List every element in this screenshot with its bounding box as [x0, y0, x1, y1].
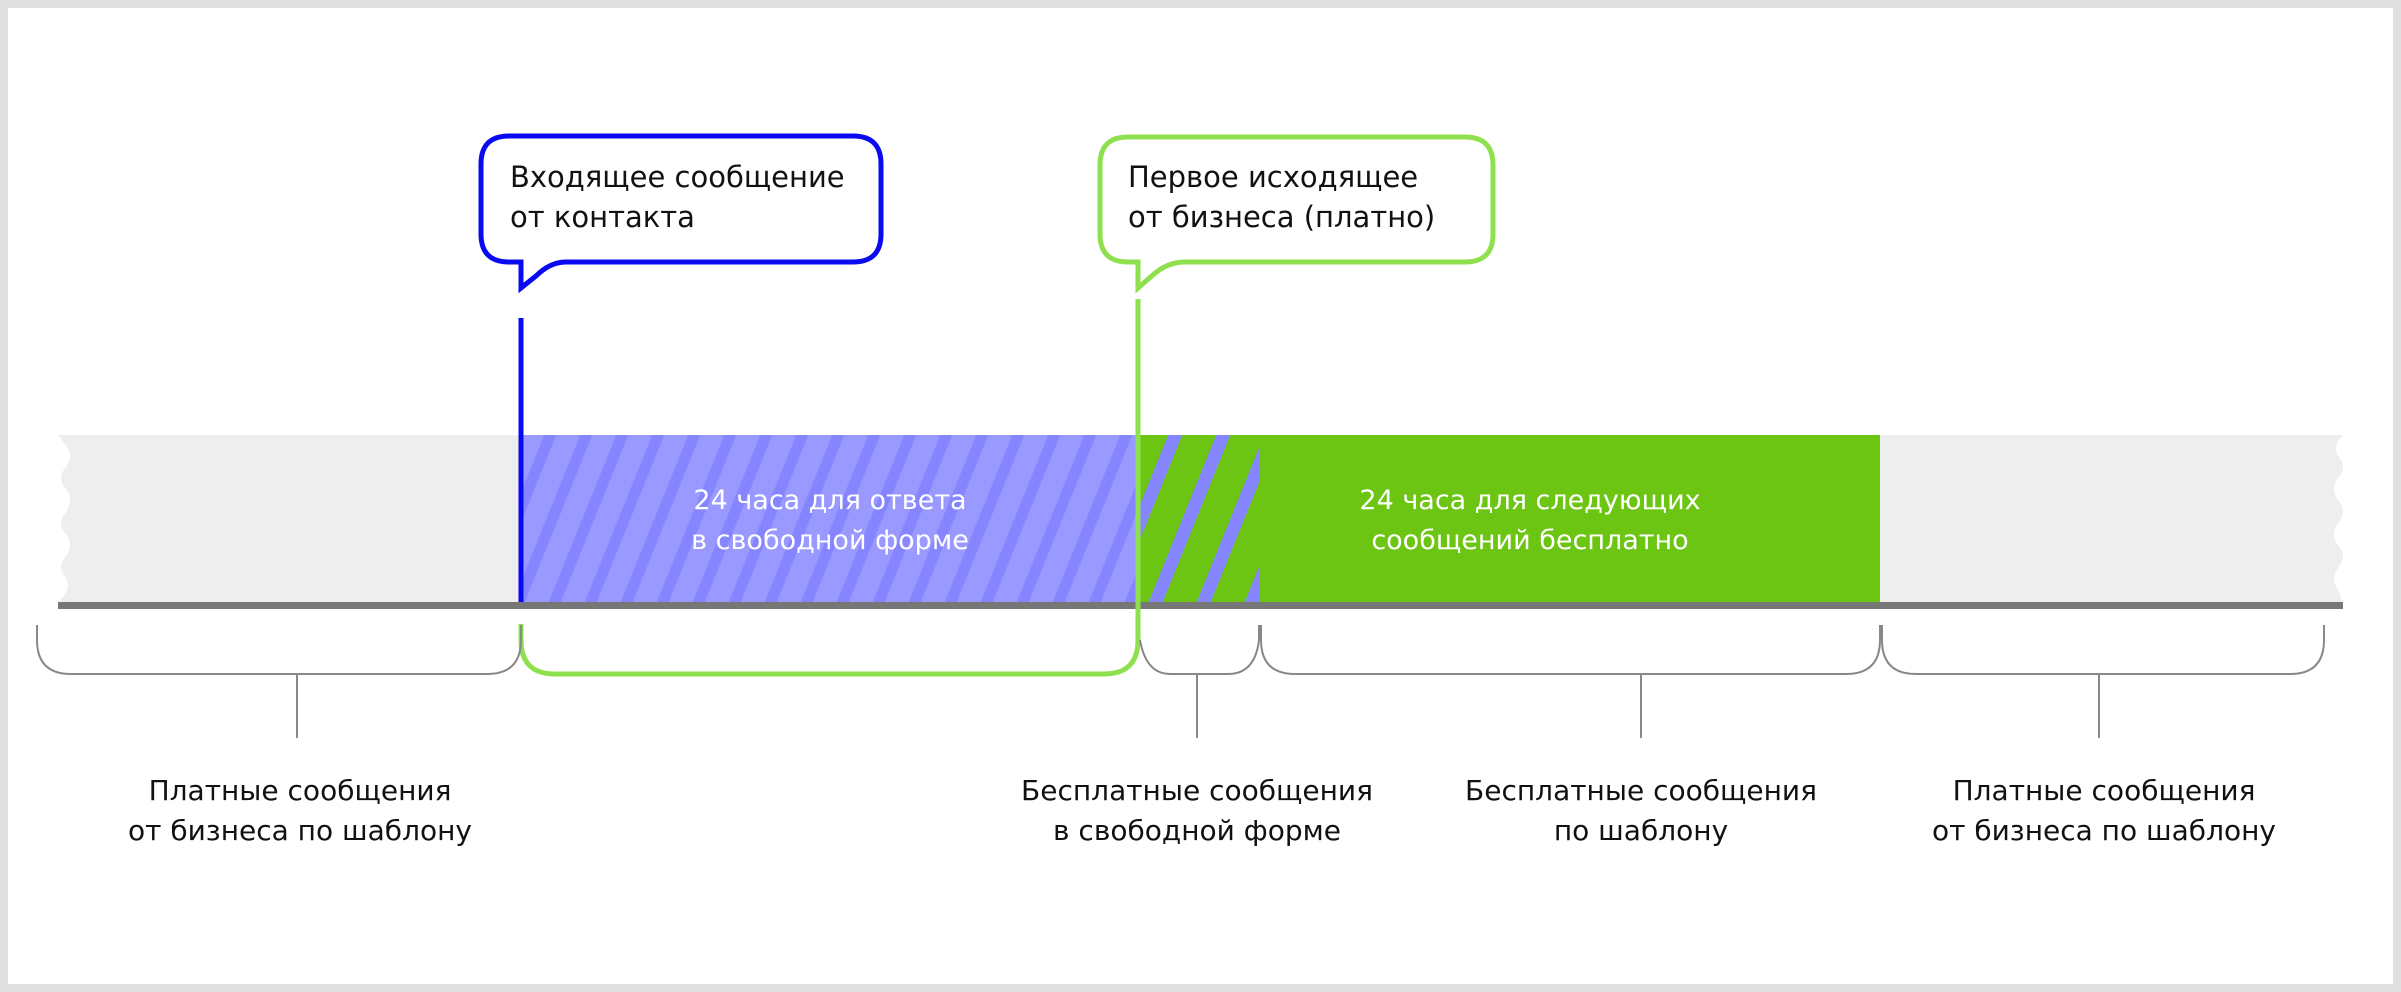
brace-free-form [1139, 625, 1260, 738]
segment-1-line2: в свободной форме [691, 525, 969, 556]
label-free-form-line2: в свободной форме [1053, 814, 1341, 847]
incoming-bubble-line2: от контакта [510, 200, 695, 234]
outgoing-bubble-line1: Первое исходящее [1128, 160, 1418, 194]
incoming-bubble-line1: Входящее сообщение [510, 160, 845, 194]
label-free-template-line1: Бесплатные сообщения [1465, 774, 1817, 807]
overlap-window [1138, 435, 1259, 602]
brace-paid-right [1881, 625, 2325, 738]
segment-2-line2: сообщений бесплатно [1371, 525, 1688, 556]
label-paid-right-line2: от бизнеса по шаблону [1932, 814, 2276, 847]
label-paid-right-line1: Платные сообщения [1953, 774, 2256, 807]
braces [36, 625, 2325, 738]
free-template-window [1259, 435, 1880, 602]
outgoing-marker-line [518, 299, 1141, 677]
timeline-axis [58, 602, 2343, 609]
brace-paid-left [36, 625, 522, 738]
label-paid-left-line1: Платные сообщения [149, 774, 452, 807]
free-form-window [521, 435, 1138, 602]
label-free-template-line2: по шаблону [1554, 814, 1728, 847]
first-outgoing-bubble [1097, 134, 1496, 294]
brace-free-template [1260, 625, 1881, 738]
label-paid-left-line2: от бизнеса по шаблону [128, 814, 472, 847]
segment-2-line1: 24 часа для следующих [1359, 485, 1700, 516]
outgoing-bubble-line2: от бизнеса (платно) [1128, 200, 1435, 234]
incoming-message-bubble [478, 133, 884, 294]
segment-1-line1: 24 часа для ответа [693, 485, 966, 516]
label-free-form-line1: Бесплатные сообщения [1021, 774, 1373, 807]
paid-zone-right [1880, 435, 2343, 602]
paid-zone-left [58, 435, 521, 602]
